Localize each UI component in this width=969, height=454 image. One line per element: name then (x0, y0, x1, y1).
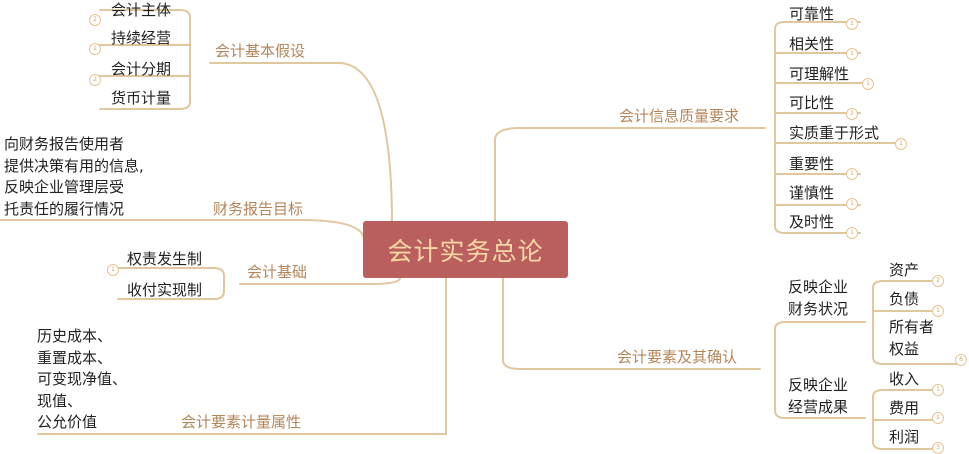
central-topic[interactable]: 会计实务总论 (363, 221, 568, 278)
node-materiality[interactable]: 重要性 (789, 155, 835, 173)
note-badge-icon[interactable]: 3 (932, 442, 944, 454)
topic-report-objective[interactable]: 财务报告目标 (213, 200, 304, 218)
node-cash-basis[interactable]: 收付实现制 (127, 281, 203, 299)
node-liabilities[interactable]: 负债 (889, 290, 920, 308)
note-badge-icon[interactable]: 1 (846, 227, 858, 239)
node-going-concern[interactable]: 持续经营 (111, 29, 172, 47)
node-measurement-attributes-text[interactable]: 历史成本、 重置成本、 可变现净值、 现值、 公允价值 (37, 327, 128, 431)
node-financial-position[interactable]: 反映企业 财务状况 (788, 278, 849, 318)
node-relevance[interactable]: 相关性 (789, 35, 835, 53)
note-badge-icon[interactable]: 1 (862, 78, 874, 90)
node-timeliness[interactable]: 及时性 (789, 213, 835, 231)
node-report-objective-text[interactable]: 向财务报告使用者 提供决策有用的信息, 反映企业管理层受 托责任的履行情况 (4, 135, 144, 218)
node-accrual-basis[interactable]: 权责发生制 (127, 250, 203, 268)
central-topic-label: 会计实务总论 (387, 236, 544, 266)
node-reliability[interactable]: 可靠性 (789, 5, 835, 23)
topic-accounting-assumptions[interactable]: 会计基本假设 (215, 42, 306, 60)
node-comparability[interactable]: 可比性 (789, 94, 835, 112)
node-assets[interactable]: 资产 (889, 261, 920, 279)
note-badge-icon[interactable]: 1 (89, 43, 101, 55)
topic-accounting-basis[interactable]: 会计基础 (247, 263, 308, 281)
note-badge-icon[interactable]: 1 (932, 412, 944, 424)
note-badge-icon[interactable]: 1 (846, 168, 858, 180)
node-profit[interactable]: 利润 (889, 428, 920, 446)
topic-measurement-attributes[interactable]: 会计要素计量属性 (181, 413, 302, 431)
node-monetary-measurement[interactable]: 货币计量 (111, 89, 172, 107)
node-understandability[interactable]: 可理解性 (789, 65, 850, 83)
note-badge-icon[interactable]: 1 (107, 264, 119, 276)
node-expenses[interactable]: 费用 (889, 399, 920, 417)
node-owners-equity[interactable]: 所有者 权益 (889, 318, 935, 358)
topic-information-quality[interactable]: 会计信息质量要求 (619, 107, 740, 125)
note-badge-icon[interactable]: 1 (895, 138, 907, 150)
note-badge-icon[interactable]: 2 (89, 14, 101, 26)
note-badge-icon[interactable]: 6 (955, 354, 967, 366)
node-revenue[interactable]: 收入 (889, 370, 920, 388)
note-badge-icon[interactable]: 2 (932, 275, 944, 287)
note-badge-icon[interactable]: 2 (846, 108, 858, 120)
node-operating-results[interactable]: 反映企业 经营成果 (788, 376, 849, 416)
node-prudence[interactable]: 谨慎性 (789, 184, 835, 202)
note-badge-icon[interactable]: 1 (846, 48, 858, 60)
note-badge-icon[interactable]: 1 (846, 198, 858, 210)
note-badge-icon[interactable]: 1 (932, 305, 944, 317)
topic-accounting-elements[interactable]: 会计要素及其确认 (617, 348, 738, 366)
node-accounting-period[interactable]: 会计分期 (111, 60, 172, 78)
node-accounting-entity[interactable]: 会计主体 (111, 1, 172, 19)
note-badge-icon[interactable]: 1 (846, 18, 858, 30)
node-substance-over-form[interactable]: 实质重于形式 (789, 124, 880, 142)
note-badge-icon[interactable]: 1 (932, 384, 944, 396)
note-badge-icon[interactable]: 2 (89, 74, 101, 86)
